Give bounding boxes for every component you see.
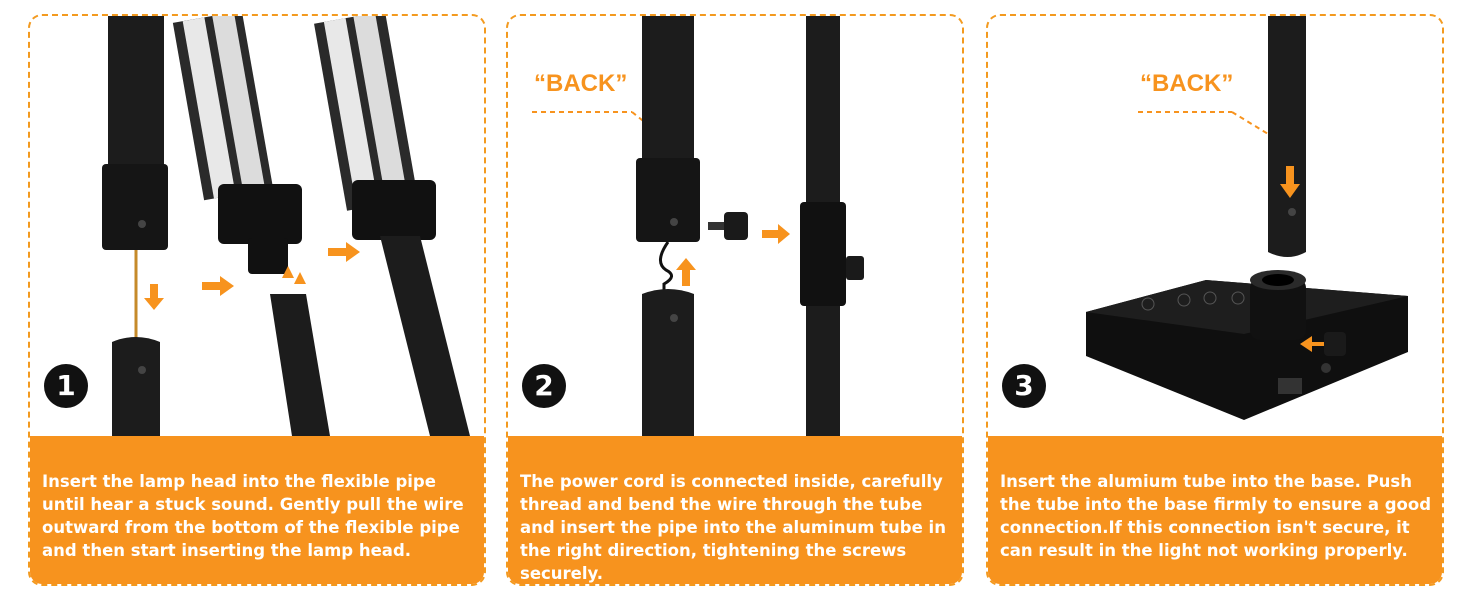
step-number-badge: 2: [522, 364, 566, 408]
aluminum-tube: [1268, 16, 1306, 257]
flexible-pipe: [270, 294, 330, 436]
step-3-caption: Insert the alumium tube into the base. P…: [988, 436, 1442, 584]
lower-tube: [642, 289, 694, 436]
down-arrow-icon: [144, 284, 164, 310]
wire: [659, 241, 673, 298]
tightening-knob: [846, 256, 864, 280]
step-number-badge: 1: [44, 364, 88, 408]
right-arrow-icon: [202, 276, 234, 296]
step-3-illustration: [988, 16, 1442, 436]
screw-icon: [1324, 332, 1346, 356]
lamp-head-right: [314, 16, 470, 436]
lower-tube: [112, 337, 160, 436]
step-2-panel: “BACK” 2 The power cord is connected ins…: [506, 14, 964, 586]
left-arrow-icon: [1300, 336, 1324, 352]
screw-icon: [708, 212, 748, 240]
tube-connector: [636, 158, 700, 242]
step-1-caption: Insert the lamp head into the flexible p…: [30, 436, 484, 584]
back-label: “BACK”: [1140, 70, 1234, 97]
lamp-base: [1086, 270, 1408, 420]
usb-port-icon: [1278, 378, 1302, 394]
lamp-head-left: [172, 16, 302, 274]
step-2-caption: The power cord is connected inside, care…: [508, 436, 962, 584]
step-1-panel: 1 Insert the lamp head into the flexible…: [28, 14, 486, 586]
right-arrow-icon: [328, 242, 360, 262]
step-1-illustration: [30, 16, 484, 436]
back-label: “BACK”: [534, 70, 628, 97]
step-2-illustration: [508, 16, 962, 436]
step-3-panel: “BACK” 3 Insert the alumium tube into th…: [986, 14, 1444, 586]
right-arrow-icon: [762, 224, 790, 244]
power-port-icon: [1321, 363, 1331, 373]
down-arrow-icon: [1280, 166, 1300, 198]
power-tube: [642, 16, 694, 166]
upper-tube: [108, 16, 164, 176]
step-number-badge: 3: [1002, 364, 1046, 408]
tube-connector: [102, 164, 168, 250]
up-arrow-icon: [676, 258, 696, 286]
